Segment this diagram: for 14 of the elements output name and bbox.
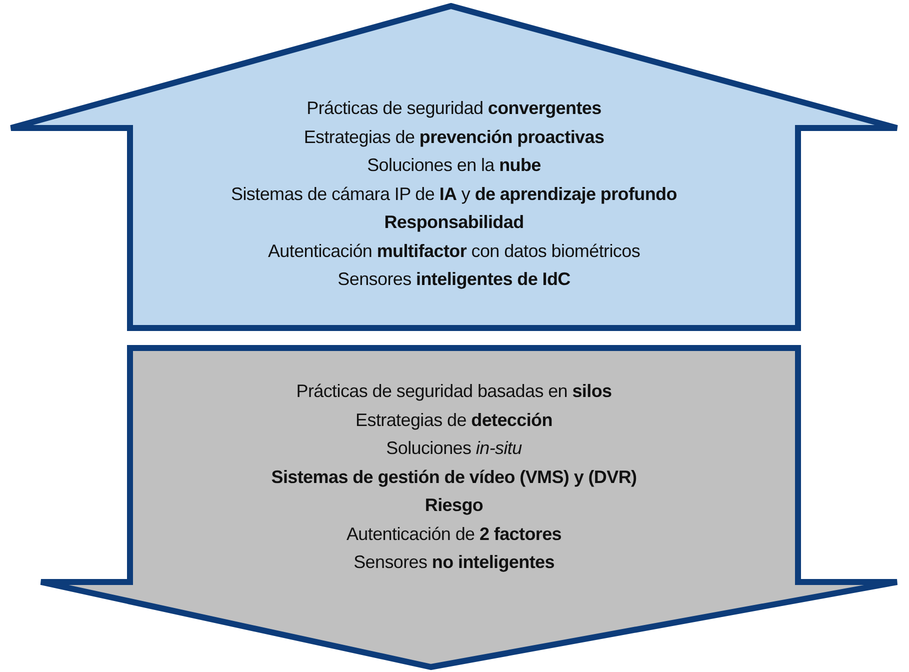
list-item: Estrategias de detección [356,408,552,432]
list-item: Sistemas de cámara IP de IA y de aprendizaje profundo [231,182,677,206]
list-item: Estrategias de prevención proactivas [304,126,604,149]
list-item: Responsabilidad [384,211,524,234]
list-item: Prácticas de seguridad basadas en silos [296,380,612,403]
list-item: Autenticación de 2 factores [346,522,562,546]
list-item: Autenticación multifactor con datos biométricos [268,240,640,262]
list-item: Soluciones en la nube [367,154,541,177]
list-item: Sistemas de gestión de vídeo (VMS) y (DVR) [271,466,637,489]
list-item: Sensores inteligentes de IdC [338,268,570,291]
list-item: Soluciones in-situ [386,437,522,460]
list-item: Riesgo [424,494,484,517]
list-item: Prácticas de seguridad convergentes [306,97,602,120]
list-item: Sensores no inteligentes [354,551,554,574]
